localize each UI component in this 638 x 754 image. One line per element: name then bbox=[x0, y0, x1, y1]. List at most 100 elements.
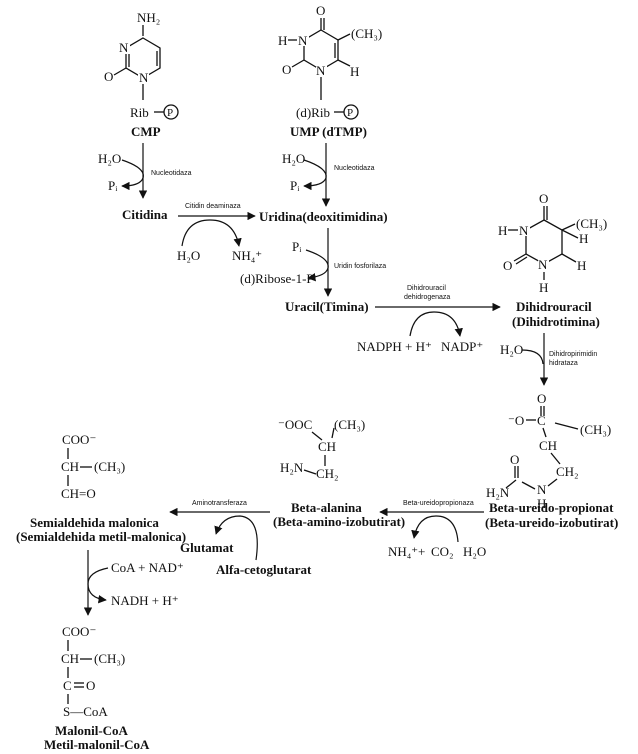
urp-nh-h: H bbox=[537, 496, 546, 511]
ba-h2n: H₂N bbox=[280, 460, 304, 475]
mc-ch: CH bbox=[61, 651, 79, 666]
enzyme-dihidrouracil-1: Dihidrouracil bbox=[407, 285, 446, 292]
urp-ch2: CH₂ bbox=[556, 464, 579, 479]
ribose-1p-product: (d)Ribose-1-P bbox=[240, 271, 314, 286]
enzyme-dihidropirimidin-1: Dihidropirimidin bbox=[549, 351, 597, 358]
dhu-h5: H bbox=[579, 231, 588, 246]
ump-o2: O bbox=[282, 62, 291, 77]
cmp-structure: NH₂ N N O Rib P CMP bbox=[104, 10, 179, 139]
enzyme-nucleotidaza-2: Nucleotidaza bbox=[334, 165, 375, 172]
cmp-n1: N bbox=[139, 70, 149, 85]
cmp-label: CMP bbox=[131, 124, 161, 139]
ump-n3: N bbox=[298, 33, 308, 48]
betaalanina-label: Beta-alanina bbox=[291, 500, 362, 515]
ba-ch2: CH₂ bbox=[316, 466, 339, 481]
sa-ch: CH bbox=[61, 459, 79, 474]
ba-ooc: ⁻OOC bbox=[278, 417, 312, 432]
plus-sign: + bbox=[418, 544, 425, 559]
urp-c: C bbox=[537, 413, 546, 428]
enzyme-dihidrouracil-2: dehidrogenaza bbox=[404, 294, 450, 301]
enzyme-uridin-fosforilaza: Uridin fosforilaza bbox=[334, 263, 386, 270]
citidin-deaminaza-step: Citidin deaminaza H₂O NH₄⁺ bbox=[177, 203, 262, 263]
ump-n1: N bbox=[316, 63, 326, 78]
uridin-fosforilaza-step: Pᵢ (d)Ribose-1-P Uridin fosforilaza bbox=[240, 228, 386, 297]
betaalanina-structure: ⁻OOC (CH₃) CH CH₂ H₂N Beta-alanina (Beta… bbox=[273, 417, 405, 529]
urp-ch: CH bbox=[539, 438, 557, 453]
ump-o4: O bbox=[316, 3, 325, 18]
dhu-n1: N bbox=[538, 257, 548, 272]
urp-nh: N bbox=[537, 482, 547, 497]
mc-ch3: (CH₃) bbox=[94, 651, 125, 666]
h2o-reagent-5: H₂O bbox=[463, 544, 486, 559]
nh4-product-2: NH₄⁺ bbox=[388, 544, 418, 559]
ump-ch3: (CH₃) bbox=[351, 26, 382, 41]
mc-o: O bbox=[86, 678, 95, 693]
dihidrouracil-dehidrogenaza-step: Dihidrouracil dehidrogenaza NADPH + H⁺ N… bbox=[357, 285, 501, 354]
uridina-label: Uridina(deoxitimidina) bbox=[259, 209, 388, 224]
ureidopropionat-label: Beta-ureido-propionat bbox=[489, 500, 614, 515]
ba-ch: CH bbox=[318, 439, 336, 454]
mc-scoa: S—CoA bbox=[63, 704, 108, 719]
ump-phosphate: P bbox=[347, 107, 353, 119]
sa-cho: CH=O bbox=[61, 486, 96, 501]
betaamino-label: (Beta-amino-izobutirat) bbox=[273, 514, 405, 529]
mc-c: C bbox=[63, 678, 72, 693]
nadp-product: NADP⁺ bbox=[441, 339, 483, 354]
semialdehida-metil-label: (Semialdehida metil-malonica) bbox=[16, 529, 186, 544]
mc-coo: COO⁻ bbox=[62, 624, 96, 639]
glutamat-label: Glutamat bbox=[180, 540, 234, 555]
h2o-reagent-2: H₂O bbox=[282, 151, 305, 166]
citidina-label: Citidina bbox=[122, 207, 168, 222]
ureidoizobutirat-label: (Beta-ureido-izobutirat) bbox=[485, 515, 618, 530]
alfacetoglutarat-label: Alfa-cetoglutarat bbox=[216, 562, 312, 577]
dhu-h6: H bbox=[577, 258, 586, 273]
enzyme-aminotransferaza: Aminotransferaza bbox=[192, 500, 247, 507]
nadph-reagent: NADPH + H⁺ bbox=[357, 339, 432, 354]
coa-nad-reagent: CoA + NAD⁺ bbox=[111, 560, 184, 575]
ump-rib: (d)Rib bbox=[296, 105, 330, 120]
malonil-coa-structure: COO⁻ CH (CH₃) C O S—CoA Malonil-CoA Meti… bbox=[44, 624, 150, 752]
cmp-rib: Rib bbox=[130, 105, 149, 120]
h2o-reagent: H₂O bbox=[98, 151, 121, 166]
urp-ominus: ⁻O bbox=[508, 413, 524, 428]
cmp-to-citidina-step: H₂O Pᵢ Nucleotidaza bbox=[98, 143, 192, 199]
ump-structure: O N H N O (CH₃) H (d)Rib P UMP (dTMP) bbox=[278, 3, 382, 139]
nadh-product: NADH + H⁺ bbox=[111, 593, 179, 608]
malonilcoa-label: Malonil-CoA bbox=[55, 723, 129, 738]
h2o-reagent-3: H₂O bbox=[177, 248, 200, 263]
cmp-o: O bbox=[104, 69, 113, 84]
uracil-label: Uracil(Timina) bbox=[285, 299, 369, 314]
dihidrotimina-label: (Dihidrotimina) bbox=[512, 314, 600, 329]
pi-product-2: Pᵢ bbox=[290, 178, 300, 193]
ureidopropionat-structure: O ⁻O C (CH₃) CH CH₂ N H O H₂N Beta-ureid… bbox=[485, 391, 618, 530]
metilmalonilcoa-label: Metil-malonil-CoA bbox=[44, 737, 150, 752]
sa-coo: COO⁻ bbox=[62, 432, 96, 447]
enzyme-ureidopropionaza: Beta-ureidopropionaza bbox=[403, 500, 474, 507]
urp-o-top: O bbox=[537, 391, 546, 406]
enzyme-dihidropirimidin-2: hidrataza bbox=[549, 360, 578, 367]
enzyme-nucleotidaza-1: Nucleotidaza bbox=[151, 170, 192, 177]
enzyme-citidin-deaminaza: Citidin deaminaza bbox=[185, 203, 241, 210]
cmp-nh2: NH₂ bbox=[137, 10, 160, 25]
ba-ch3: (CH₃) bbox=[334, 417, 365, 432]
aminotransferaza-step: Aminotransferaza Glutamat Alfa-cetogluta… bbox=[169, 500, 312, 577]
urp-ch3: (CH₃) bbox=[580, 422, 611, 437]
dhu-o2: O bbox=[503, 258, 512, 273]
dihidrouracil-structure: O N H O N H (CH₃) H H Dihidrouracil (Dih… bbox=[498, 191, 607, 329]
h2o-reagent-4: H₂O bbox=[500, 342, 523, 357]
ureidopropionaza-step: Beta-ureidopropionaza NH₄⁺ + CO₂ H₂O bbox=[379, 500, 486, 559]
ump-h: H bbox=[278, 33, 287, 48]
pi-product: Pᵢ bbox=[108, 178, 118, 193]
dhu-h1: H bbox=[539, 280, 548, 295]
ump-h6: H bbox=[350, 64, 359, 79]
dihidropirimidin-hidrataza-step: H₂O Dihidropirimidin hidrataza bbox=[500, 333, 597, 386]
sa-ch3: (CH₃) bbox=[94, 459, 125, 474]
dihidrouracil-label: Dihidrouracil bbox=[516, 299, 592, 314]
cmp-phosphate: P bbox=[167, 107, 173, 119]
semialdehida-structure: COO⁻ CH (CH₃) CH=O Semialdehida malonica… bbox=[16, 432, 186, 544]
pi-reagent: Pᵢ bbox=[292, 239, 302, 254]
semialdehida-label: Semialdehida malonica bbox=[30, 515, 159, 530]
urp-h2n: H₂N bbox=[486, 485, 510, 500]
malonil-coa-step: CoA + NAD⁺ NADH + H⁺ bbox=[83, 550, 184, 616]
